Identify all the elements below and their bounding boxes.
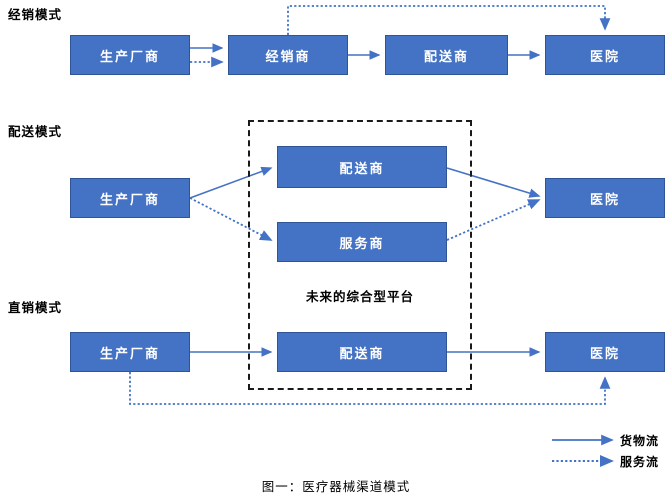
- section-label-direct: 直销模式: [8, 301, 63, 315]
- node-r2-hospital[interactable]: 医院: [545, 178, 665, 218]
- node-r3-manufacturer[interactable]: 生产厂商: [70, 332, 190, 372]
- arrow-r2-service-to-hospital: [446, 199, 541, 241]
- node-r1-manufacturer[interactable]: 生产厂商: [70, 35, 190, 75]
- node-r2-manufacturer[interactable]: 生产厂商: [70, 178, 190, 218]
- arrow-r2-deliverer-to-hospital: [446, 167, 541, 198]
- node-r1-deliverer[interactable]: 配送商: [385, 35, 508, 75]
- arrow-r2-manufacturer-to-service: [189, 197, 273, 241]
- node-r3-deliverer[interactable]: 配送商: [277, 332, 447, 372]
- node-r1-hospital[interactable]: 医院: [545, 35, 665, 75]
- node-r2-service[interactable]: 服务商: [277, 222, 447, 262]
- legend-label-goods-flow: 货物流: [620, 434, 660, 448]
- arrow-r1-distributor-to-hospital-service: [287, 5, 611, 35]
- section-label-distribution: 经销模式: [8, 8, 63, 22]
- future-platform-container: [248, 120, 472, 390]
- node-r3-hospital[interactable]: 医院: [545, 332, 665, 372]
- arrow-r3-manufacturer-to-hospital-service: [129, 372, 611, 405]
- legend-label-service-flow: 服务流: [620, 455, 660, 469]
- figure-caption: 图一：医疗器械渠道模式: [261, 480, 411, 494]
- node-r2-deliverer[interactable]: 配送商: [277, 146, 447, 188]
- node-r1-distributor[interactable]: 经销商: [228, 35, 348, 75]
- section-label-delivery: 配送模式: [8, 125, 63, 139]
- arrow-r2-manufacturer-to-deliverer: [189, 166, 273, 199]
- future-platform-label: 未来的综合型平台: [305, 290, 414, 304]
